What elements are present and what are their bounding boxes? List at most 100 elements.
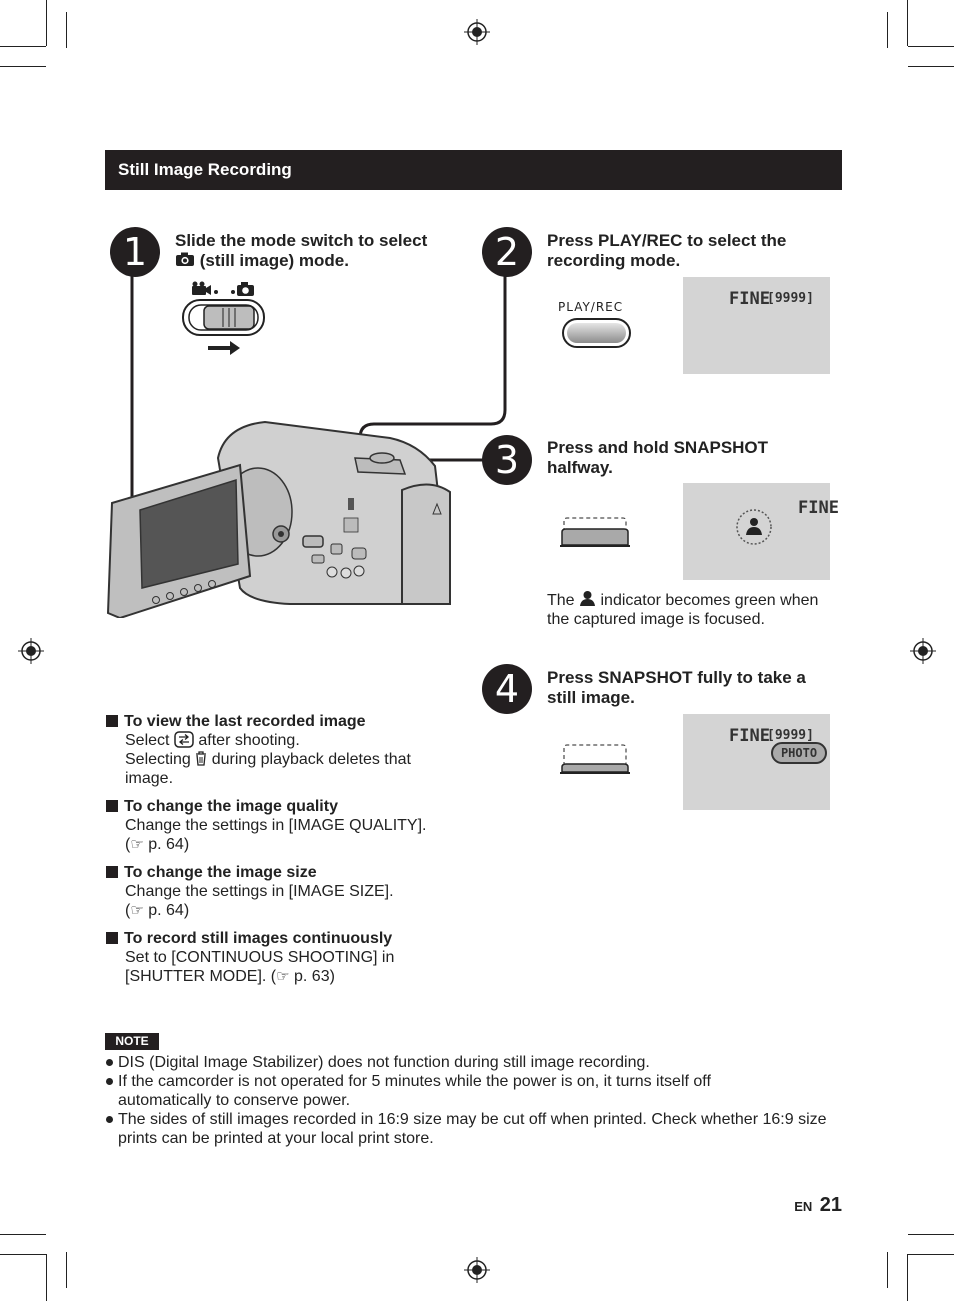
- crop-mark: [908, 1234, 954, 1235]
- person-focus-icon: [580, 591, 596, 606]
- square-bullet-icon: [106, 715, 118, 727]
- tip-text: [SHUTTER MODE]. (: [125, 968, 277, 985]
- step-4-heading-line1: Press SNAPSHOT fully to take a: [547, 668, 806, 687]
- lcd-shot-count: [9999]: [767, 291, 814, 306]
- reference-hand-icon: ☞: [130, 836, 144, 853]
- crop-mark: [907, 0, 908, 46]
- mode-switch-illustration: [182, 281, 265, 355]
- tip-text: Select: [125, 732, 170, 749]
- page-reference: p. 64: [148, 836, 184, 853]
- registration-mark-icon: [464, 19, 490, 45]
- crop-mark: [908, 46, 954, 47]
- lcd-shot-count: [9999]: [767, 728, 814, 743]
- crop-mark: [46, 1254, 47, 1301]
- tip-item: To record still images continuously Set …: [106, 929, 476, 986]
- square-bullet-icon: [106, 800, 118, 812]
- tip-text: after shooting.: [198, 732, 300, 749]
- step-number-3: 3: [482, 435, 532, 485]
- language-code: EN: [794, 1199, 813, 1214]
- step-3-heading-line1: Press and hold SNAPSHOT: [547, 438, 769, 457]
- play-rec-label: PLAY/REC: [558, 300, 624, 314]
- lcd-screen-step-4: FINE [9999] PHOTO: [683, 714, 830, 810]
- step-3-note-before: The: [547, 592, 575, 609]
- step-3-heading-line2: halfway.: [547, 458, 613, 477]
- page-number: 21: [819, 1194, 842, 1216]
- step-number-1: 1: [110, 227, 160, 277]
- snapshot-button-full: [560, 744, 630, 774]
- lcd-quality: FINE: [729, 289, 770, 309]
- tip-item: To change the image size Change the sett…: [106, 863, 476, 920]
- camera-icon: [176, 252, 194, 266]
- tip-title: To view the last recorded image: [124, 713, 366, 730]
- section-header: [105, 150, 842, 190]
- crop-mark: [66, 1252, 67, 1288]
- square-bullet-icon: [106, 866, 118, 878]
- step-3-heading: Press and hold SNAPSHOT halfway.: [547, 438, 842, 478]
- step-1-heading-line1: Slide the mode switch to select: [175, 231, 428, 250]
- camcorder-illustration: [106, 420, 451, 618]
- crop-mark: [908, 1254, 954, 1255]
- movie-icon: [192, 281, 218, 295]
- step-number-4: 4: [482, 664, 532, 714]
- tip-text: Set to [CONTINUOUS SHOOTING] in: [125, 949, 395, 966]
- lcd-quality: FINE: [729, 726, 770, 746]
- step-2-heading: Press PLAY/REC to select the recording m…: [547, 231, 842, 271]
- crop-mark: [887, 12, 888, 48]
- reference-hand-icon: ☞: [130, 902, 144, 919]
- tip-text: during playback deletes that: [211, 751, 411, 768]
- registration-mark-icon: [910, 638, 936, 664]
- crop-mark: [887, 1252, 888, 1288]
- tip-item: To view the last recorded image Select a…: [106, 712, 476, 788]
- crop-mark: [908, 66, 954, 67]
- crop-mark: [907, 1254, 908, 1301]
- note-list: DIS (Digital Image Stabilizer) does not …: [105, 1053, 845, 1148]
- note-item: The sides of still images recorded in 16…: [105, 1110, 843, 1148]
- tip-text: image.: [125, 770, 174, 787]
- lcd-quality: FINE: [798, 498, 839, 518]
- tip-title: To change the image size: [124, 864, 317, 881]
- tips-list: To view the last recorded image Select a…: [106, 712, 476, 986]
- lcd-screen-step-3: FINE: [683, 483, 839, 580]
- play-rec-button: [562, 318, 631, 348]
- review-icon: [174, 731, 194, 748]
- step-1-heading: Slide the mode switch to select (still i…: [175, 231, 465, 271]
- note-badge: NOTE: [105, 1033, 159, 1050]
- reference-hand-icon: ☞: [276, 968, 290, 985]
- tip-text: Change the settings in [IMAGE SIZE].: [125, 883, 394, 900]
- page-reference: p. 64: [148, 902, 184, 919]
- crop-mark: [0, 66, 46, 67]
- step-number-2: 2: [482, 227, 532, 277]
- person-focus-icon: [736, 509, 772, 545]
- snapshot-button-half: [560, 517, 630, 547]
- step-3-note-line2: the captured image is focused.: [547, 611, 765, 628]
- step-3-note-after: indicator becomes green when: [600, 592, 819, 609]
- step-2-heading-line2: recording mode.: [547, 251, 681, 270]
- crop-mark: [66, 12, 67, 48]
- registration-mark-icon: [464, 1257, 490, 1283]
- note-item: If the camcorder is not operated for 5 m…: [105, 1072, 768, 1110]
- camera-icon: [231, 282, 254, 296]
- trash-icon: [196, 751, 207, 766]
- tip-title: To record still images continuously: [124, 930, 393, 947]
- lcd-screen-step-2: FINE [9999]: [683, 277, 830, 374]
- page-footer: EN 21: [794, 1194, 842, 1217]
- tip-title: To change the image quality: [124, 798, 338, 815]
- tip-text: Change the settings in [IMAGE QUALITY].: [125, 817, 427, 834]
- step-4-heading-line2: still image.: [547, 688, 635, 707]
- tip-item: To change the image quality Change the s…: [106, 797, 476, 854]
- step-2-heading-line1: Press PLAY/REC to select the: [547, 231, 787, 250]
- square-bullet-icon: [106, 932, 118, 944]
- step-3-note: The indicator becomes green when the cap…: [547, 590, 847, 629]
- registration-mark-icon: [18, 638, 44, 664]
- crop-mark: [0, 1234, 46, 1235]
- step-4-heading: Press SNAPSHOT fully to take a still ima…: [547, 668, 842, 708]
- crop-mark: [0, 1254, 46, 1255]
- note-item: DIS (Digital Image Stabilizer) does not …: [105, 1053, 845, 1072]
- section-title: Still Image Recording: [118, 160, 292, 179]
- crop-mark: [46, 0, 47, 46]
- lcd-photo-badge: PHOTO: [771, 742, 827, 764]
- page-reference: p. 63: [294, 968, 330, 985]
- crop-mark: [0, 46, 46, 47]
- tip-text: Selecting: [125, 751, 191, 768]
- step-1-heading-line2: (still image) mode.: [199, 251, 349, 270]
